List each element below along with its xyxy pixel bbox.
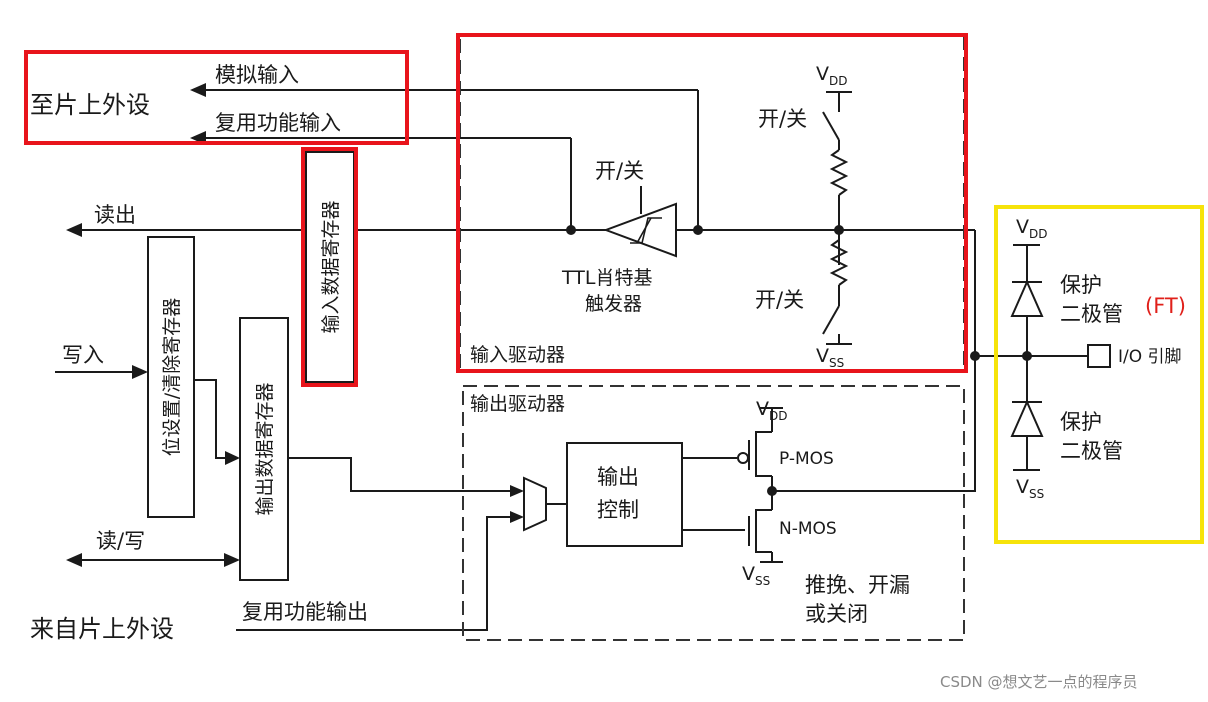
output-mode-line1: 推挽、开漏 <box>805 573 910 597</box>
lower-diode-icon <box>1010 399 1044 437</box>
watermark: CSDN @想文艺一点的程序员 <box>940 673 1138 691</box>
output-mode-line2: 或关闭 <box>805 602 868 626</box>
alt-function-output-label: 复用功能输出 <box>242 600 368 624</box>
pulldown-resistor <box>829 239 849 286</box>
ft-label: (FT) <box>1145 294 1186 318</box>
hysteresis-icon <box>630 217 662 244</box>
alt-output-wire <box>236 516 512 631</box>
analog-input-arrow <box>190 83 206 97</box>
junction-dot <box>834 225 844 235</box>
protection-vdd-label: VDD <box>1016 216 1047 241</box>
write-in-label: 写入 <box>62 343 104 367</box>
hysteresis-icon-b <box>636 217 652 244</box>
junction-dot <box>767 486 777 496</box>
nmos-label: N-MOS <box>779 519 837 539</box>
input-vss-label: VSS <box>816 345 844 370</box>
upper-diode-label-line2: 二极管 <box>1060 302 1123 326</box>
read-write-arrow-left <box>66 553 82 567</box>
input-driver-highlight <box>456 33 968 373</box>
upper-diode-label-line1: 保护 <box>1060 273 1102 297</box>
input-driver-title: 输入驱动器 <box>470 344 565 366</box>
junction-dot <box>693 225 703 235</box>
alt-function-input-label: 复用功能输入 <box>215 111 341 135</box>
junction-dot <box>970 351 980 361</box>
output-vss-label: VSS <box>742 563 770 588</box>
read-write-label: 读/写 <box>96 529 145 553</box>
protection-vss-label: VSS <box>1016 476 1044 501</box>
io-pin-label: I/O 引脚 <box>1118 347 1182 367</box>
pullup-resistor <box>829 149 849 196</box>
input-data-register-label: 输入数据寄存器 <box>320 200 342 333</box>
schmitt-label-line1: TTL肖特基 <box>561 267 652 289</box>
pulldown-onoff-label: 开/关 <box>755 288 804 312</box>
pmos-label: P-MOS <box>779 449 834 469</box>
input-data-register <box>305 151 355 383</box>
pmos-gate-bubble <box>737 452 749 464</box>
alt-output-arrow <box>510 511 524 523</box>
pullup-switch <box>822 111 840 141</box>
input-register-highlight <box>301 147 358 387</box>
read-out-label: 读出 <box>94 203 136 227</box>
lower-diode-label-line2: 二极管 <box>1060 439 1123 463</box>
output-control-line1: 输出 <box>597 465 639 489</box>
pulldown-switch <box>822 305 840 335</box>
from-onchip-label: 来自片上外设 <box>30 615 174 643</box>
pmos-channel <box>755 431 772 477</box>
output-driver-title: 输出驱动器 <box>470 393 565 415</box>
read-write-arrow-right <box>224 553 240 567</box>
bit-set-reset-register <box>147 236 195 518</box>
read-out-arrow <box>66 223 82 237</box>
to-onchip-label: 至片上外设 <box>30 91 150 119</box>
onchip-input-highlight <box>24 50 409 145</box>
junction-dot <box>1022 351 1032 361</box>
output-to-pin-wire <box>772 356 976 492</box>
output-data-register <box>239 317 289 581</box>
analog-input-label: 模拟输入 <box>215 63 299 87</box>
output-control-line2: 控制 <box>597 498 639 522</box>
lower-diode-label-line1: 保护 <box>1060 410 1102 434</box>
input-vdd-label: VDD <box>816 63 847 88</box>
bsrr-to-odr-arrow <box>225 451 240 465</box>
output-vdd-label: VDD <box>756 398 787 423</box>
upper-diode-icon <box>1010 279 1044 317</box>
odr-to-mux-wire <box>288 457 512 492</box>
output-mux <box>523 476 547 532</box>
input-driver-frame <box>459 35 965 371</box>
bit-set-reset-register-label: 位设置/清除寄存器 <box>161 298 183 456</box>
write-arrow <box>132 365 148 379</box>
protection-highlight <box>994 205 1204 544</box>
schmitt-onoff-label: 开/关 <box>595 159 644 183</box>
odr-to-mux-arrow <box>510 485 524 497</box>
bsrr-to-odr-wire <box>194 379 226 459</box>
output-control-block <box>566 442 683 547</box>
schmitt-label-line2: 触发器 <box>585 293 642 315</box>
pullup-onoff-label: 开/关 <box>758 107 807 131</box>
nmos-channel <box>755 509 772 553</box>
io-pin-icon <box>1087 344 1111 368</box>
junction-dot <box>566 225 576 235</box>
output-data-register-label: 输出数据寄存器 <box>254 382 276 515</box>
